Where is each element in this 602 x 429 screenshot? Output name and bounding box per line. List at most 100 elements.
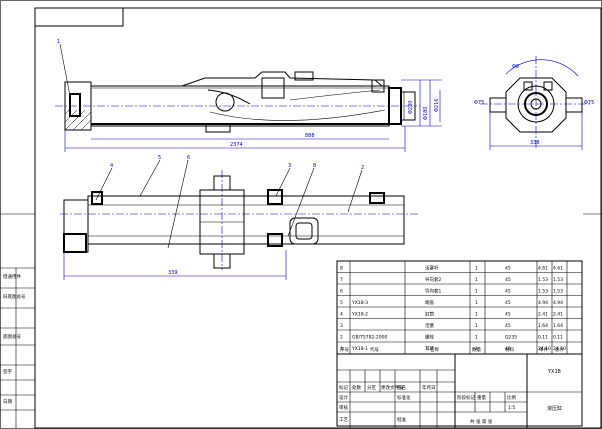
- bom-cell-qty: 1: [475, 289, 478, 295]
- bom-cell-name: 活塞杆: [425, 265, 439, 272]
- bom-cell-mat: 45: [505, 300, 511, 306]
- side-column: 借通用件 旧底图总号 底图总号 签字 日期: [0, 267, 35, 428]
- top-balloon-5: 2: [361, 165, 364, 171]
- bom-h-total: 总计: [555, 346, 564, 353]
- bom-cell-w2: 4.94: [553, 300, 563, 306]
- top-balloon-0: 4: [110, 163, 113, 169]
- bom-cell-mat: 45: [505, 312, 511, 318]
- side-view: Φ8 338 Φ75 Φ75: [474, 56, 594, 150]
- tb-count: 处数: [352, 384, 361, 391]
- tb-stage: 阶段标记: [457, 394, 475, 401]
- top-view: 4 5 6 3 8 2 339: [60, 155, 418, 280]
- bom-cell-name: 活塞: [425, 322, 434, 329]
- bom-cell-mat: 45: [505, 346, 511, 352]
- bom-cell-mat: Q235: [505, 335, 517, 341]
- tb-design: 设计: [339, 394, 348, 401]
- dim-h3-text: Φ216: [434, 99, 440, 112]
- tb-process: 工艺: [339, 417, 348, 423]
- side-item-2: 底图总号: [3, 333, 21, 340]
- side-dim-right: Φ75: [584, 100, 594, 106]
- bom-cell-qty: 1: [475, 266, 478, 272]
- bom-cell-no: 2: [340, 335, 343, 341]
- tb-mark: 标记: [339, 384, 348, 391]
- bom-cell-w1: 1.64: [538, 323, 548, 329]
- bom-cell-no: 6: [340, 289, 343, 295]
- top-balloon-2: 6: [187, 155, 190, 161]
- bom-cell-mat: 45: [505, 277, 511, 283]
- bom-cell-name: 耳环: [425, 346, 434, 352]
- side-dim-width: 338: [530, 140, 540, 146]
- title-block: 标记 处数 分区 更改文件号 签名 年月日 设计 标准化 审核 工艺 批准 阶段…: [336, 353, 583, 428]
- bom-cell-no: 7: [340, 277, 343, 283]
- bom-cell-no: 4: [340, 312, 343, 318]
- bom-cell-w1: 24.10: [538, 346, 551, 352]
- bom-cell-code: GB/T5782-2000: [352, 335, 388, 341]
- bom-cell-w1: 4.61: [538, 266, 548, 272]
- bom-cell-code: YX18-2: [351, 312, 368, 318]
- side-body: [505, 77, 567, 133]
- bom-h-code: 代号: [370, 346, 379, 353]
- tb-scale: 比例: [507, 394, 516, 401]
- front-view: 1 2374 888 Φ230 Φ180 Φ216: [55, 39, 442, 152]
- bom-cell-w1: 1.53: [538, 277, 548, 283]
- bom-cell-w1: 2.41: [538, 312, 548, 318]
- top-balloon-1: 5: [158, 155, 161, 161]
- bom-cell-qty: 1: [475, 335, 478, 341]
- bom-cell-qty: 1: [475, 323, 478, 329]
- bom-cell-no: 3: [340, 323, 343, 329]
- bom-cell-name: 缸筒: [425, 311, 434, 318]
- bom-cell-w2: 4.61: [553, 266, 563, 272]
- dim-inner-text: 888: [305, 133, 315, 139]
- bom-cell-no: 1: [340, 346, 343, 352]
- tb-sheets: 共 张 第 张: [470, 418, 493, 425]
- code-box: [34, 7, 124, 27]
- dim-overall-text: 2374: [230, 142, 243, 148]
- bom-cell-w2: 1.53: [553, 277, 563, 283]
- drawing-frame: [34, 7, 602, 429]
- bom-h-no: 序号: [340, 346, 349, 353]
- bom-cell-w2: 2.41: [553, 312, 563, 318]
- tb-title: 液压缸: [547, 405, 562, 412]
- bom-cell-w2: 1.53: [553, 289, 563, 295]
- dim-h2-text: Φ180: [423, 107, 429, 120]
- front-balloon-1: 1: [57, 39, 60, 45]
- bom-cell-qty: 1: [475, 300, 478, 306]
- bom-cell-w1: 1.53: [538, 289, 548, 295]
- tb-scale-value: 1:5: [508, 405, 515, 411]
- bom-cell-mat: 45: [505, 289, 511, 295]
- tb-std: 标准化: [397, 394, 411, 401]
- tb-review: 审核: [339, 404, 348, 411]
- top-balloon-3: 3: [288, 163, 291, 169]
- bom-cell-w2: 24.10: [553, 346, 566, 352]
- tb-date: 年月日: [422, 384, 436, 391]
- tb-zone: 分区: [367, 384, 376, 391]
- bom-cell-code: YX18-3: [351, 300, 368, 306]
- bom-cell-qty: 1: [475, 277, 478, 283]
- bom-cell-w2: 0.11: [553, 335, 563, 341]
- bom-cell-qty: 1: [475, 346, 478, 352]
- bom-cell-name: 端盖: [425, 299, 434, 306]
- side-item-4: 日期: [3, 399, 12, 405]
- side-item-0: 借通用件: [3, 273, 21, 280]
- bom-cell-mat: 45: [505, 323, 511, 329]
- bom-cell-qty: 1: [475, 312, 478, 318]
- tb-weight: 重量: [477, 394, 486, 401]
- side-dim-angle: Φ8: [512, 64, 519, 70]
- bom-cell-mat: 45: [505, 266, 511, 272]
- bom-cell-w1: 4.94: [538, 300, 548, 306]
- top-balloon-4: 8: [313, 163, 316, 169]
- tb-drawing-no: YX18: [547, 369, 561, 375]
- side-item-1: 旧底图总号: [3, 293, 26, 300]
- bom-cell-name: 螺栓: [425, 334, 434, 341]
- bom-header: 序号 代号 名称 数量 材料 单件 总计: [340, 346, 564, 353]
- bom-cell-name: 导向套2: [425, 276, 441, 283]
- bom-table: [336, 260, 583, 355]
- bom-cell-code: YX18-1: [351, 346, 368, 352]
- bom-cell-no: 5: [340, 300, 343, 306]
- side-dim-left: Φ75: [474, 100, 484, 106]
- tb-sign: 签名: [397, 384, 406, 391]
- dim-h1-text: Φ230: [408, 101, 414, 114]
- tb-approve: 批准: [397, 416, 406, 423]
- top-barrel: [87, 195, 405, 245]
